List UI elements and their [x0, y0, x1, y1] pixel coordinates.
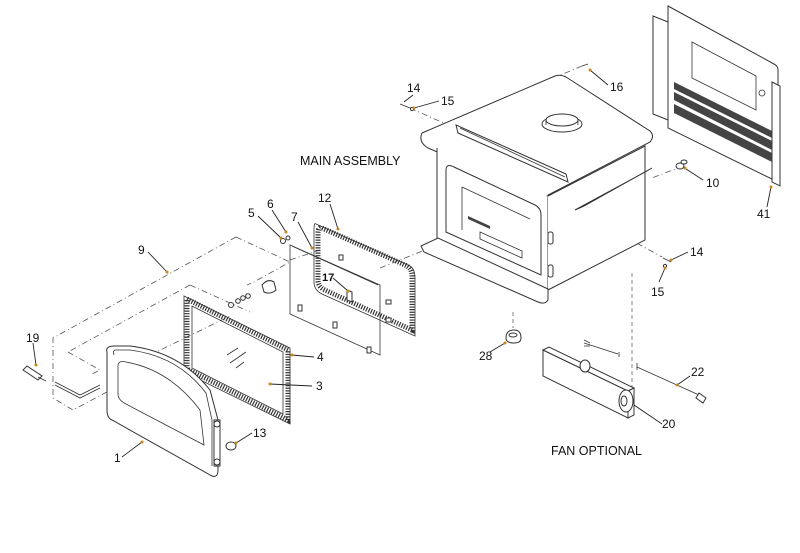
callout-17: 17 [322, 272, 334, 284]
hinge-cap [225, 441, 237, 451]
power-cord [636, 363, 707, 404]
thermo-switch [505, 329, 522, 344]
handle-parts [22, 365, 101, 399]
callout-5: 5 [248, 206, 255, 220]
callout-13: 13 [253, 426, 267, 440]
callout-6: 6 [267, 197, 274, 211]
callout-14-side: 14 [690, 245, 704, 259]
callout-3: 3 [316, 379, 323, 393]
heat-shield [652, 5, 781, 187]
door-gasket [313, 223, 416, 337]
callout-4: 4 [317, 350, 324, 364]
fan-optional-title: FAN OPTIONAL [551, 444, 642, 458]
callout-28: 28 [479, 349, 493, 363]
door [106, 345, 221, 477]
assembly-path-lines [52, 65, 684, 411]
callout-15-side: 15 [651, 285, 665, 299]
callout-12: 12 [318, 191, 332, 205]
main-assembly-title: MAIN ASSEMBLY [300, 154, 401, 168]
callout-15-top: 15 [441, 94, 455, 108]
glass-panel [183, 294, 291, 425]
callout-19: 19 [26, 331, 40, 345]
callout-20: 20 [662, 417, 676, 431]
callout-9: 9 [138, 243, 145, 257]
callout-16: 16 [610, 80, 624, 94]
callout-41: 41 [757, 207, 771, 221]
callout-7: 7 [291, 210, 298, 224]
blower [541, 339, 636, 419]
callout-1: 1 [114, 451, 121, 465]
callout-10: 10 [706, 176, 720, 190]
callouts: 1 3 4 5 6 7 9 10 12 13 14 15 14 [26, 68, 773, 465]
snap-disc [675, 159, 688, 170]
callout-14-top: 14 [407, 81, 421, 95]
latch-hardware [228, 235, 291, 308]
glass-retainer [289, 244, 392, 356]
callout-22: 22 [691, 365, 705, 379]
stove-body [420, 74, 653, 304]
